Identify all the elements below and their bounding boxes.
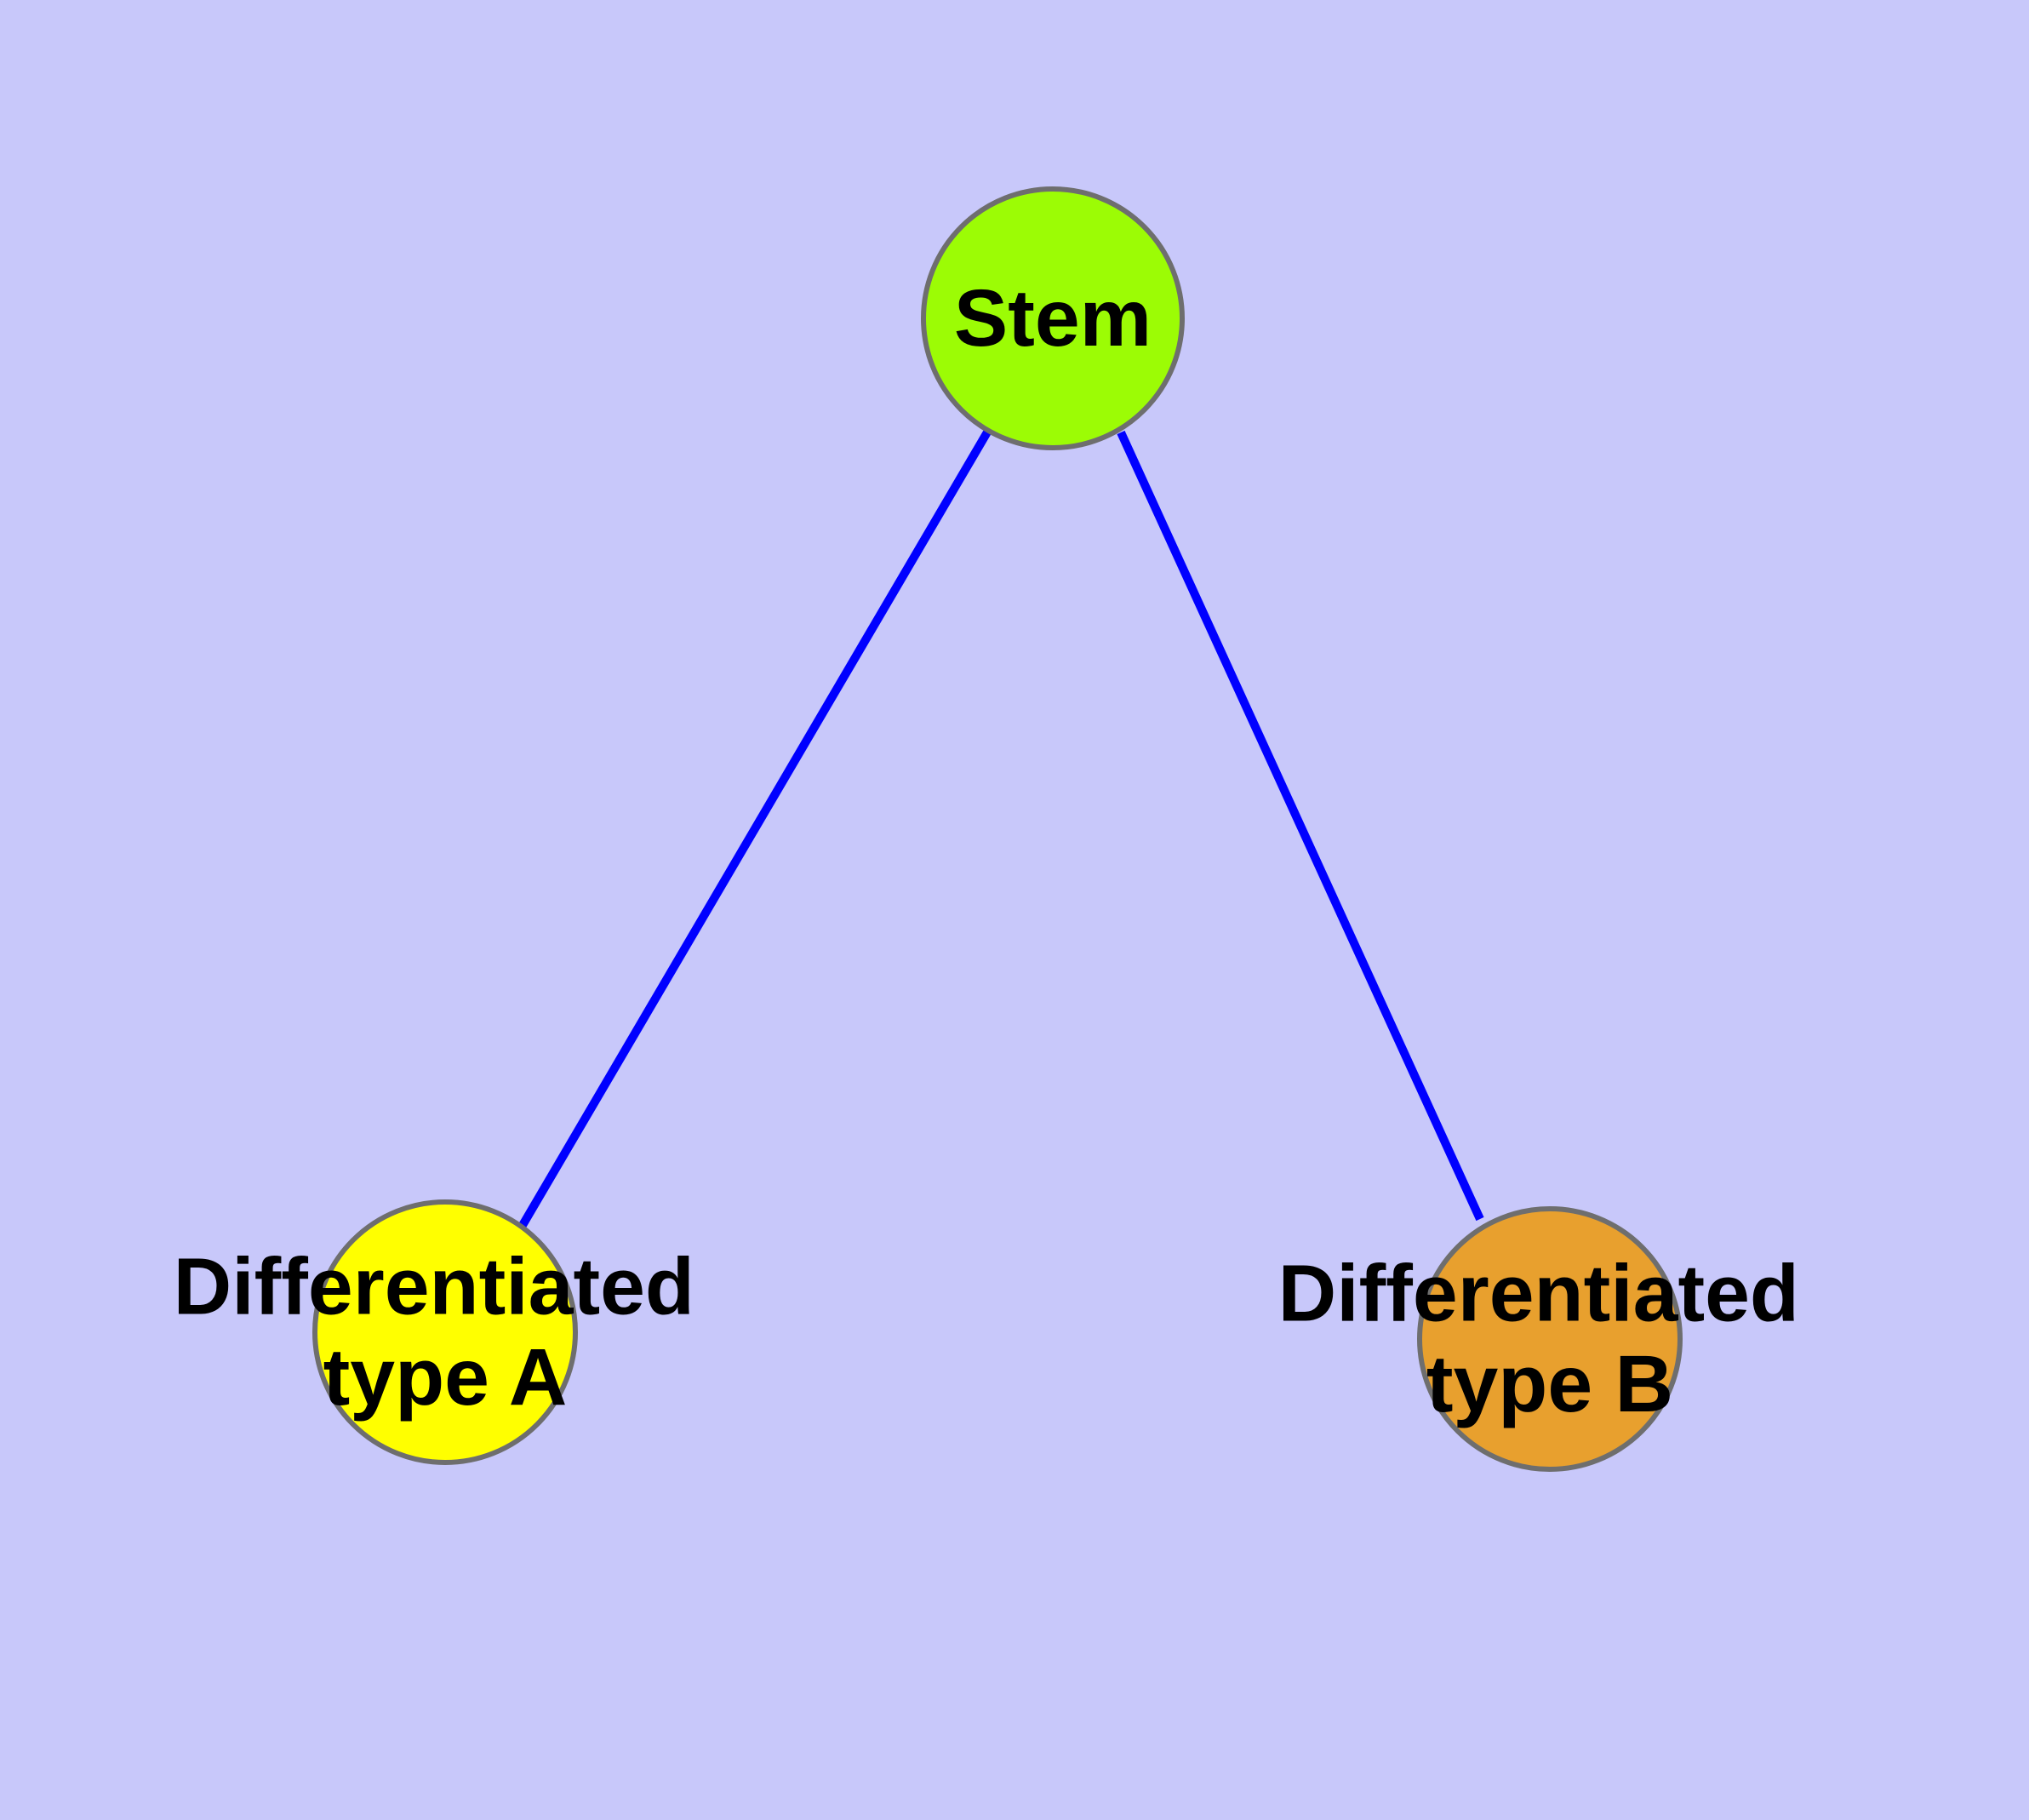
nodes-group: Stem Differentiated type A Differentiate…: [174, 186, 1822, 1472]
node-differentiated-type-a-label-line-1: Differentiated: [174, 1242, 694, 1332]
node-differentiated-type-a-circle[interactable]: [312, 1199, 578, 1465]
node-stem-label-line-1: Stem: [954, 273, 1152, 363]
node-differentiated-type-b-circle[interactable]: [1417, 1206, 1683, 1472]
node-differentiated-type-b-label-line-1: Differentiated: [1278, 1249, 1799, 1339]
edge-stem-to-differentiated-type-b[interactable]: [1117, 430, 1484, 1222]
node-differentiated-type-a-label-line-2: type A: [323, 1332, 568, 1422]
node-differentiated-type-a-label: Differentiated type A: [174, 1236, 717, 1422]
node-differentiated-type-b-label: Differentiated type B: [1278, 1243, 1822, 1429]
node-differentiated-type-b[interactable]: Differentiated type B: [1278, 1206, 1822, 1472]
node-stem-label: Stem: [954, 273, 1152, 363]
edge-stem-to-differentiated-type-a[interactable]: [517, 428, 992, 1229]
node-differentiated-type-b-label-line-2: type B: [1426, 1339, 1673, 1429]
node-stem[interactable]: Stem: [921, 186, 1185, 450]
node-differentiated-type-a[interactable]: Differentiated type A: [174, 1199, 717, 1465]
edges-group: [517, 428, 1484, 1229]
node-stem-circle[interactable]: [921, 186, 1185, 450]
